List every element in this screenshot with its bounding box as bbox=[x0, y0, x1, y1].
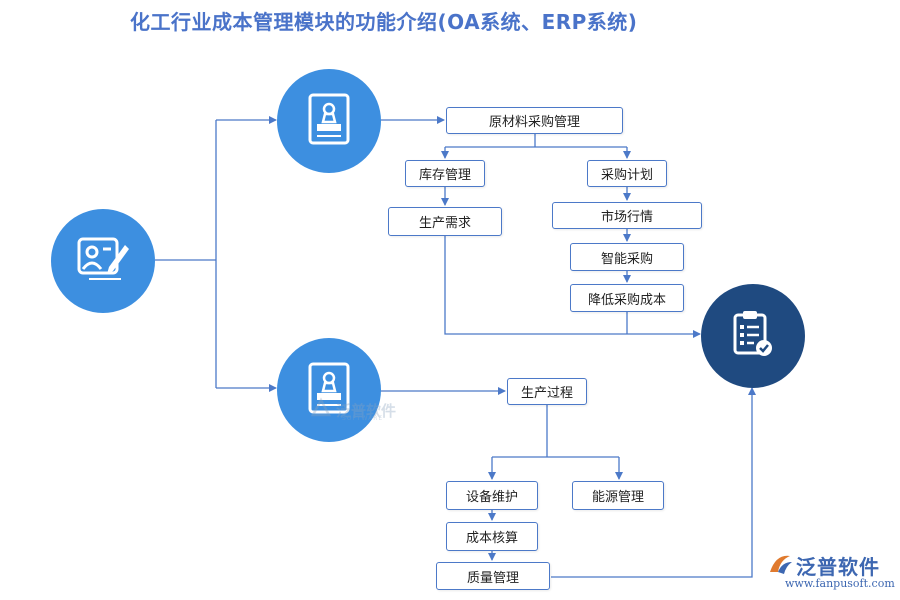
node-raw-material-purchase: 原材料采购管理 bbox=[446, 107, 623, 134]
node-purchase-plan: 采购计划 bbox=[587, 160, 667, 187]
brand-logo-icon bbox=[310, 397, 332, 423]
node-cost-accounting: 成本核算 bbox=[446, 522, 538, 551]
node-energy-management: 能源管理 bbox=[572, 481, 664, 510]
node-reduce-purchase-cost: 降低采购成本 bbox=[570, 284, 684, 312]
brand-url[interactable]: www.fanpusoft.com bbox=[785, 577, 895, 590]
node-production-demand: 生产需求 bbox=[388, 207, 502, 236]
node-market-info: 市场行情 bbox=[552, 202, 702, 229]
page-title: 化工行业成本管理模块的功能介绍(OA系统、ERP系统) bbox=[130, 10, 638, 34]
node-equipment-maintenance: 设备维护 bbox=[446, 481, 538, 510]
watermark-subtext: SOFTWARE bbox=[342, 415, 384, 422]
purchase-branch-circle bbox=[277, 69, 381, 173]
root-circle bbox=[51, 209, 155, 313]
node-production-process: 生产过程 bbox=[507, 378, 587, 405]
result-circle bbox=[701, 284, 805, 388]
watermark: 泛普软件 SOFTWARE bbox=[310, 397, 396, 423]
stamp-icon bbox=[305, 361, 353, 419]
watermark-text: 泛普软件 bbox=[336, 401, 397, 420]
clipboard-check-icon bbox=[730, 308, 776, 364]
node-smart-purchase: 智能采购 bbox=[570, 243, 684, 271]
stamp-icon bbox=[305, 92, 353, 150]
brand-logo-icon bbox=[768, 552, 794, 580]
brand-name: 泛普软件 bbox=[796, 555, 880, 579]
production-branch-circle bbox=[277, 338, 381, 442]
brand-logo: 泛普软件 bbox=[768, 551, 880, 580]
node-inventory: 库存管理 bbox=[405, 160, 485, 187]
node-quality-management: 质量管理 bbox=[436, 562, 550, 590]
user-edit-icon bbox=[75, 231, 131, 291]
